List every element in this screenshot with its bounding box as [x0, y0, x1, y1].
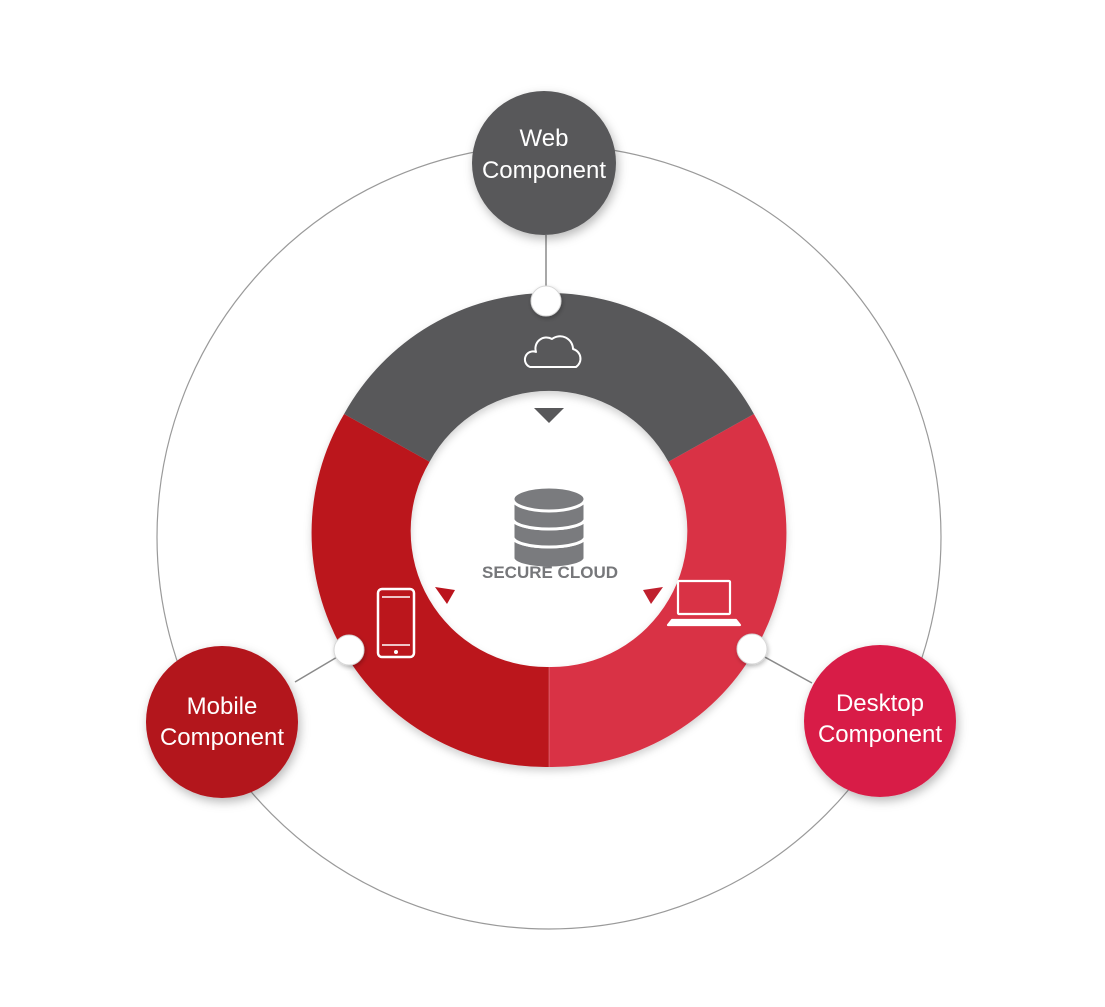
desktop-junction-dot	[736, 633, 768, 665]
web-component-node[interactable]: Web Component	[472, 91, 616, 235]
mobile-node-line2: Component	[160, 724, 284, 751]
desktop-node-line2: Component	[818, 721, 942, 748]
web-junction-dot	[530, 285, 562, 317]
web-node-line2: Component	[482, 157, 606, 184]
desktop-ring-segment	[549, 414, 787, 768]
phone-icon	[376, 587, 416, 659]
top-pointer	[534, 408, 564, 423]
desktop-node-line1: Desktop	[836, 690, 924, 717]
ring	[311, 293, 787, 768]
mobile-ring-segment	[311, 414, 549, 768]
mobile-junction-dot	[333, 634, 365, 666]
center-label: SECURE CLOUD	[482, 563, 618, 582]
laptop-icon	[666, 579, 742, 627]
web-ring-segment	[344, 293, 754, 462]
desktop-component-node[interactable]: Desktop Component	[804, 645, 956, 797]
right-pointer	[643, 587, 663, 604]
web-node-line1: Web	[520, 125, 569, 152]
database-icon	[511, 485, 587, 570]
left-pointer	[435, 587, 455, 604]
cloud-icon	[523, 335, 582, 368]
mobile-node-line1: Mobile	[187, 693, 258, 720]
mobile-component-node[interactable]: Mobile Component	[146, 646, 298, 798]
